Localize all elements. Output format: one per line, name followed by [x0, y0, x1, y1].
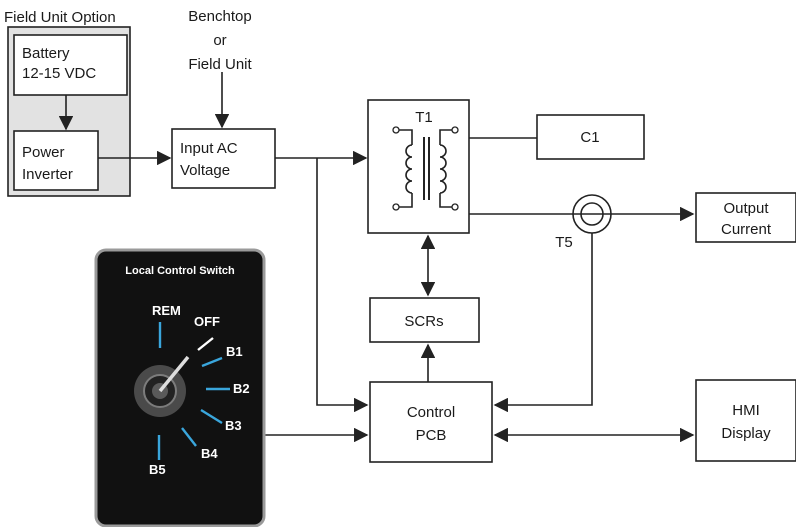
- position-b5: B5: [149, 462, 166, 477]
- field-unit-option-label: Field Unit Option: [4, 9, 116, 26]
- b1-tick: [201, 356, 223, 368]
- input-ac-label-line2: Voltage: [180, 162, 230, 179]
- position-b3: B3: [225, 418, 242, 433]
- t1-transformer-block: [367, 99, 470, 234]
- transformer-icon: [392, 126, 459, 211]
- t1-label: T1: [415, 109, 433, 126]
- battery-label-line2: 12-15 VDC: [22, 65, 96, 82]
- output-current-block: [695, 192, 796, 243]
- hmi-display-block: [695, 379, 796, 462]
- switch-title: Local Control Switch: [125, 265, 235, 277]
- output-label-line1: Output: [723, 200, 769, 217]
- scrs-block: [369, 297, 480, 343]
- position-off: OFF: [194, 314, 220, 329]
- selector-knob-icon: [134, 355, 190, 417]
- c1-label: C1: [580, 129, 599, 146]
- hmi-label-line1: HMI: [732, 402, 760, 419]
- local-control-switch-panel: Local Control Switch REM OFF B1 B2 B3 B4…: [94, 248, 266, 527]
- power-inverter-block: [13, 130, 99, 191]
- position-b4: B4: [201, 446, 218, 461]
- position-rem: REM: [152, 303, 181, 318]
- control-pcb-block: [369, 381, 493, 463]
- input-to-control-arrow: [316, 158, 369, 413]
- control-label-line1: Control: [407, 404, 455, 421]
- t5-to-control-arrow: [493, 233, 593, 413]
- position-b1: B1: [226, 344, 243, 359]
- inverter-label-line1: Power: [22, 144, 65, 161]
- c1-block: [536, 114, 645, 160]
- scrs-label: SCRs: [404, 313, 443, 330]
- b4-tick: [181, 427, 197, 447]
- position-b2: B2: [233, 381, 250, 396]
- input-ac-label-line1: Input AC: [180, 140, 238, 157]
- control-label-line2: PCB: [416, 427, 447, 444]
- off-tick: [197, 337, 214, 351]
- output-label-line2: Current: [721, 221, 772, 238]
- source-label-line1: Benchtop: [188, 8, 251, 25]
- b3-tick: [200, 408, 223, 425]
- source-label-line3: Field Unit: [188, 56, 252, 73]
- input-ac-voltage-block: [171, 128, 276, 189]
- t5-label: T5: [555, 234, 573, 251]
- hmi-label-line2: Display: [721, 425, 771, 442]
- battery-label-line1: Battery: [22, 45, 70, 62]
- battery-block: [13, 34, 128, 96]
- source-label-line2: or: [213, 32, 226, 49]
- inverter-label-line2: Inverter: [22, 166, 73, 183]
